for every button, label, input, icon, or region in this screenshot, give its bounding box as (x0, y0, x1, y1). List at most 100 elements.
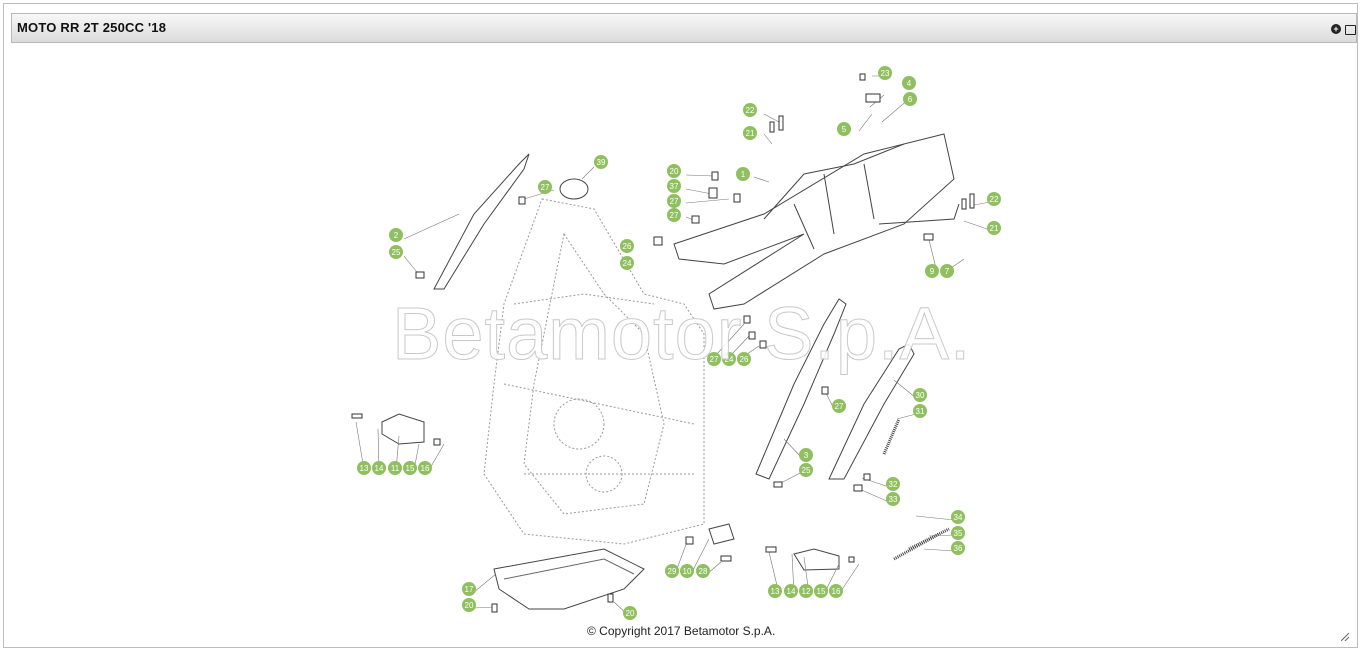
part-callout-circle (623, 606, 637, 620)
part-callout-circle (951, 541, 965, 555)
part-callout-number: 23 (881, 69, 890, 78)
part-callout-12[interactable]: 12 (799, 584, 813, 598)
part-callout-22[interactable]: 22 (743, 103, 757, 117)
part-callout-39[interactable]: 39 (594, 155, 608, 169)
part-callout-25[interactable]: 25 (389, 245, 403, 259)
part-callout-9[interactable]: 9 (925, 264, 939, 278)
part-callout-circle (667, 208, 681, 222)
part-callout-number: 11 (391, 464, 400, 473)
window-icon[interactable] (1345, 25, 1356, 35)
parts-panel: MOTO RR 2T 250CC '18 + (3, 3, 1358, 648)
part-callout-number: 27 (710, 355, 719, 364)
part-callout-number: 16 (832, 587, 841, 596)
part-callout-21[interactable]: 21 (987, 221, 1001, 235)
part-callout-number: 28 (699, 567, 708, 576)
part-callout-22[interactable]: 22 (987, 192, 1001, 206)
part-callout-number: 21 (746, 129, 755, 138)
part-callout-20[interactable]: 20 (462, 598, 476, 612)
part-callout-34[interactable]: 34 (951, 510, 965, 524)
part-callout-circle (940, 264, 954, 278)
part-callout-number: 2 (394, 231, 399, 240)
part-callout-circle (799, 584, 813, 598)
part-callout-37[interactable]: 37 (667, 179, 681, 193)
part-callout-32[interactable]: 32 (886, 477, 900, 491)
part-callout-7[interactable]: 7 (940, 264, 954, 278)
part-callout-circle (722, 352, 736, 366)
part-callout-number: 34 (954, 513, 963, 522)
part-callout-11[interactable]: 11 (388, 461, 402, 475)
part-callout-26[interactable]: 26 (620, 239, 634, 253)
part-callout-33[interactable]: 33 (886, 492, 900, 506)
part-callout-4[interactable]: 4 (902, 76, 916, 90)
part-callout-circle (594, 155, 608, 169)
part-callout-number: 27 (670, 211, 679, 220)
part-callout-27[interactable]: 27 (667, 194, 681, 208)
part-callout-24[interactable]: 24 (620, 256, 634, 270)
part-callout-13[interactable]: 13 (768, 584, 782, 598)
part-callout-number: 20 (465, 601, 474, 610)
part-callout-27[interactable]: 27 (667, 208, 681, 222)
part-callout-14[interactable]: 14 (372, 461, 386, 475)
part-callout-circle (462, 598, 476, 612)
part-callout-29[interactable]: 29 (665, 564, 679, 578)
part-callout-3[interactable]: 3 (799, 448, 813, 462)
part-callout-circle (768, 584, 782, 598)
part-callout-30[interactable]: 30 (913, 388, 927, 402)
part-callout-circle (389, 245, 403, 259)
part-callout-number: 13 (360, 464, 369, 473)
part-callout-number: 37 (670, 182, 679, 191)
part-callout-number: 26 (623, 242, 632, 251)
part-callout-14[interactable]: 14 (784, 584, 798, 598)
part-callout-number: 7 (945, 267, 950, 276)
part-callout-number: 20 (626, 609, 635, 618)
part-callout-circle (667, 164, 681, 178)
panel-header: MOTO RR 2T 250CC '18 + (11, 13, 1357, 43)
page-title: MOTO RR 2T 250CC '18 (17, 20, 167, 35)
part-callout-circle (667, 194, 681, 208)
plus-circle-icon[interactable]: + (1331, 24, 1341, 34)
part-callout-number: 16 (421, 464, 430, 473)
part-callout-16[interactable]: 16 (829, 584, 843, 598)
part-callout-circle (913, 388, 927, 402)
part-callout-circle (680, 564, 694, 578)
part-callout-circle (743, 103, 757, 117)
part-callout-number: 24 (623, 259, 632, 268)
part-callout-27[interactable]: 27 (538, 180, 552, 194)
part-callout-number: 1 (741, 170, 746, 179)
part-callout-circle (743, 126, 757, 140)
part-callout-28[interactable]: 28 (696, 564, 710, 578)
part-callout-24[interactable]: 24 (722, 352, 736, 366)
part-callout-35[interactable]: 35 (951, 526, 965, 540)
part-callout-26[interactable]: 26 (737, 352, 751, 366)
part-callout-circle (886, 477, 900, 491)
part-callout-31[interactable]: 31 (913, 404, 927, 418)
part-callout-10[interactable]: 10 (680, 564, 694, 578)
part-callout-20[interactable]: 20 (667, 164, 681, 178)
part-callout-20[interactable]: 20 (623, 606, 637, 620)
part-callout-25[interactable]: 25 (799, 463, 813, 477)
part-callout-number: 20 (670, 167, 679, 176)
part-callout-number: 10 (683, 567, 692, 576)
part-callout-circle (902, 76, 916, 90)
part-callout-number: 3 (804, 451, 809, 460)
part-callout-15[interactable]: 15 (814, 584, 828, 598)
part-callout-number: 21 (990, 224, 999, 233)
part-callout-36[interactable]: 36 (951, 541, 965, 555)
part-callout-17[interactable]: 17 (462, 582, 476, 596)
part-callout-23[interactable]: 23 (878, 66, 892, 80)
resize-handle-icon[interactable] (1341, 633, 1349, 641)
part-callout-2[interactable]: 2 (389, 228, 403, 242)
part-callout-number: 32 (889, 480, 898, 489)
part-callout-number: 26 (740, 355, 749, 364)
part-callout-6[interactable]: 6 (903, 92, 917, 106)
part-callout-5[interactable]: 5 (837, 122, 851, 136)
part-callout-15[interactable]: 15 (403, 461, 417, 475)
part-callout-1[interactable]: 1 (736, 167, 750, 181)
part-callout-16[interactable]: 16 (418, 461, 432, 475)
part-callout-number: 31 (916, 407, 925, 416)
part-callout-21[interactable]: 21 (743, 126, 757, 140)
part-callout-number: 35 (954, 529, 963, 538)
part-callout-27[interactable]: 27 (707, 352, 721, 366)
part-callout-13[interactable]: 13 (357, 461, 371, 475)
part-callout-27[interactable]: 27 (832, 399, 846, 413)
